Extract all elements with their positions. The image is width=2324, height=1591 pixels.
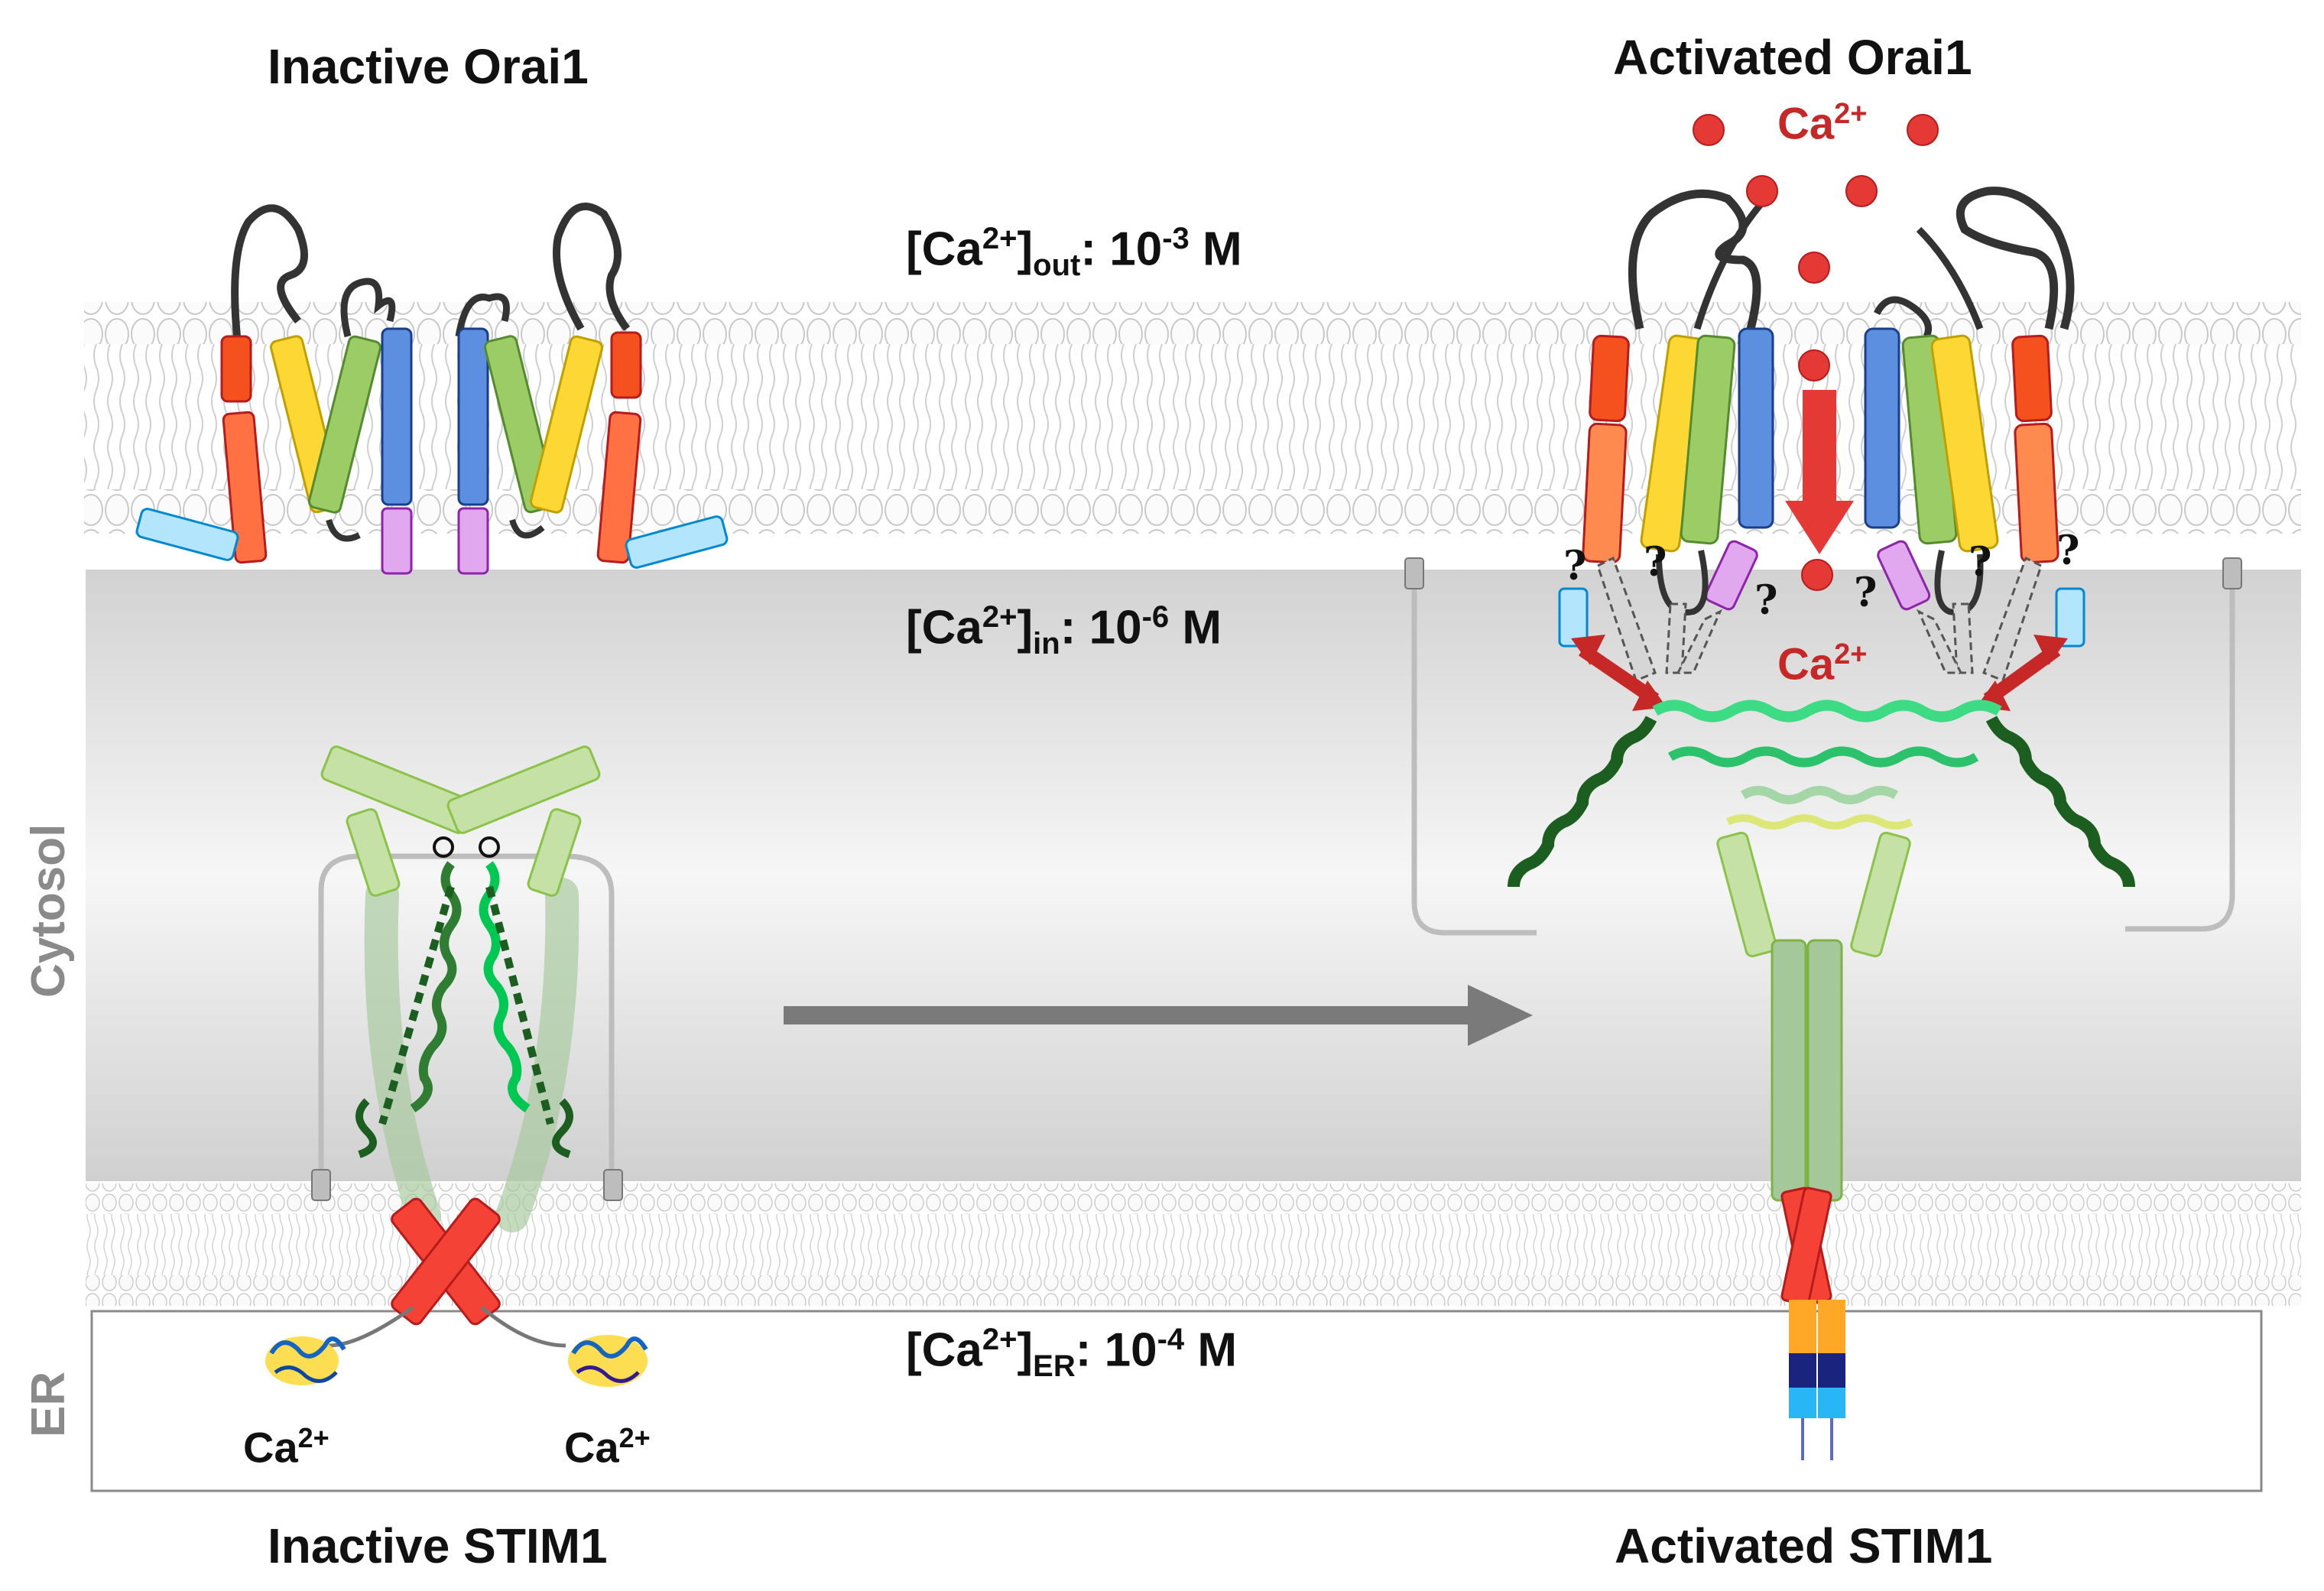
tm4-helix <box>381 327 413 506</box>
orai1-c-terminus <box>135 508 239 561</box>
er-label: ER <box>22 1371 75 1437</box>
question-mark: ? <box>1644 539 1667 586</box>
activated-stim1-title: Activated STIM1 <box>1615 1518 1993 1573</box>
calcium-influx-arrow <box>1785 390 1854 554</box>
tm1-helix <box>220 335 252 403</box>
membrane-anchor <box>1404 557 1424 589</box>
cytosol-label: Cytosol <box>22 823 75 998</box>
ef-hand-domain <box>265 1336 346 1385</box>
tm4-helix <box>457 327 489 506</box>
extracellular-loop <box>340 278 396 338</box>
calcium-ions <box>1693 114 1939 591</box>
activated-stim1 <box>1404 557 2242 1460</box>
cytosolic-calcium-concentration: [Ca2+]in: 10-6 M <box>906 600 1222 661</box>
membrane-anchor <box>603 1169 623 1201</box>
tm3-helix <box>1680 334 1736 545</box>
orai1-c-terminus <box>625 515 729 569</box>
question-mark: ? <box>1969 539 1992 586</box>
calcium-ion <box>1798 349 1830 382</box>
tm4-helix <box>1864 327 1900 529</box>
activated-orai1-title: Activated Orai1 <box>1613 30 1972 85</box>
membrane-anchor <box>311 1169 331 1201</box>
cc1-helix <box>1985 716 2135 888</box>
question-mark: ? <box>1754 577 1778 624</box>
inactive-stim1 <box>265 745 648 1387</box>
tm1-helix <box>1589 334 1630 423</box>
stim1-cc1-stalk <box>1771 939 1807 1202</box>
calcium-ion <box>1693 114 1725 146</box>
tm4-extension <box>457 507 489 575</box>
red-coupling-arrow <box>1571 635 1667 711</box>
intracellular-calcium-label: Ca2+ <box>1777 638 1868 690</box>
soar-helix <box>1652 700 2002 722</box>
orai1-c-terminus <box>2055 587 2085 648</box>
inactive-orai1-channel <box>135 203 729 575</box>
tm1-helix <box>2011 334 2053 423</box>
calcium-ion <box>1801 559 1833 591</box>
calcium-ion <box>1845 175 1878 207</box>
extracellular-loop <box>553 203 631 331</box>
question-mark: ? <box>1563 543 1587 589</box>
activated-orai1-channel <box>1558 187 2085 711</box>
tm4-extension <box>381 507 413 575</box>
tm4-helix <box>1738 327 1774 529</box>
extracellular-calcium-label: Ca2+ <box>1777 98 1868 149</box>
calcium-ion <box>1907 114 1939 146</box>
cc1-helix <box>410 861 462 1112</box>
tm4-extension <box>1877 540 1931 611</box>
orai1-c-terminus <box>1558 587 1589 648</box>
inactive-orai1-title: Inactive Orai1 <box>268 39 589 94</box>
ef-hand-calcium-label: Ca2+ <box>243 1422 329 1472</box>
er-calcium-concentration: [Ca2+]ER: 10-4 M <box>906 1323 1238 1384</box>
question-mark: ? <box>1854 570 1878 616</box>
tm1-helix <box>222 411 268 564</box>
extracellular-loop <box>231 204 308 337</box>
er-lumen-box <box>90 1310 2263 1492</box>
tm2-helix <box>1930 334 1999 553</box>
activation-arrow <box>784 985 1533 1046</box>
soar-helix <box>1667 746 1979 768</box>
extracellular-calcium-concentration: [Ca2+]out: 10-3 M <box>906 222 1242 283</box>
extracellular-loop <box>1628 189 1761 330</box>
inactive-stim1-title: Inactive STIM1 <box>268 1518 608 1573</box>
calcium-ion <box>1798 252 1830 284</box>
tm1-helix <box>1582 422 1628 564</box>
membrane-anchor <box>2222 557 2242 589</box>
cc1-helix <box>1508 716 1657 888</box>
ef-hand-calcium-label: Ca2+ <box>564 1422 651 1472</box>
cc1-helix <box>479 861 531 1112</box>
extracellular-loop <box>1693 200 1765 330</box>
tm1-helix <box>596 411 642 564</box>
calcium-ion <box>1746 175 1778 207</box>
tm2-helix <box>529 335 603 514</box>
stim1-cad-domain <box>446 745 601 834</box>
question-mark: ? <box>2056 528 2080 574</box>
tm1-helix <box>610 331 642 399</box>
extracellular-loop <box>1916 226 1984 330</box>
tm1-helix <box>2014 422 2059 564</box>
extracellular-loop <box>1956 187 2075 330</box>
extracellular-loop <box>455 293 510 337</box>
extracellular-loop <box>1873 296 1932 339</box>
tm3-helix <box>307 335 381 514</box>
cytosol-region <box>86 570 2301 1181</box>
stim1-cc1-stalk <box>1806 939 1843 1202</box>
tm4-extension <box>1704 540 1758 611</box>
ef-hand-domain <box>568 1335 648 1387</box>
